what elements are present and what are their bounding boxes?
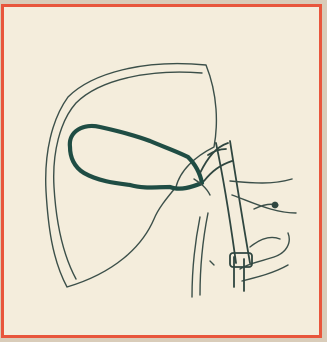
anatomy-illustration: [4, 7, 325, 341]
tube-left-outer: [192, 217, 200, 297]
duodenum-upper: [250, 237, 280, 247]
small-mark: [210, 261, 214, 265]
vessel-node: [272, 202, 279, 209]
hepatic-duct-right: [204, 161, 232, 181]
illustration-frame: [1, 4, 322, 338]
liver-outline: [46, 64, 217, 287]
liver-inner-line: [54, 72, 202, 279]
gallbladder-outline: [70, 126, 202, 189]
vessel-upper: [230, 179, 292, 183]
tube-left-inner: [200, 213, 208, 295]
